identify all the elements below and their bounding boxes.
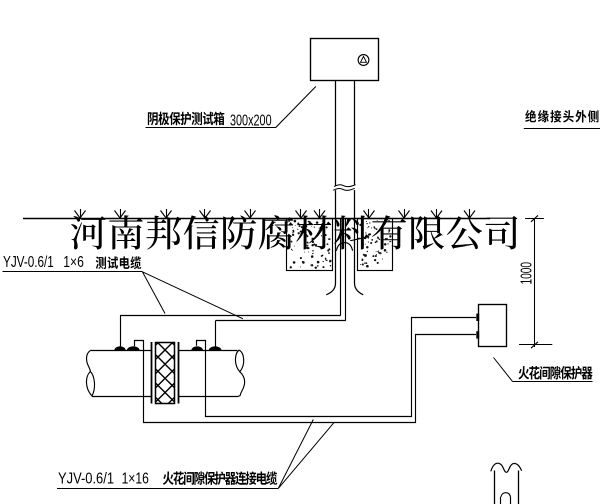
svg-text:YJV-0.6/1: YJV-0.6/1 [58, 470, 114, 487]
svg-text:300x200: 300x200 [230, 113, 272, 130]
svg-text:1×16: 1×16 [122, 470, 149, 487]
svg-text:1000: 1000 [519, 262, 536, 285]
svg-text:YJV-0.6/1: YJV-0.6/1 [3, 254, 54, 271]
svg-text:1×6: 1×6 [63, 254, 84, 271]
